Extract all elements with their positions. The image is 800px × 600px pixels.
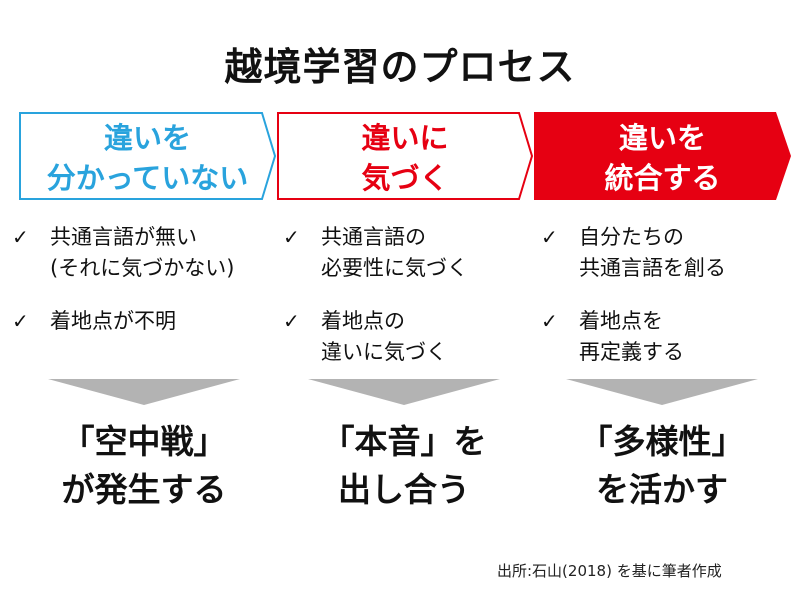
outcome-3: 「多様性」 を活かす — [579, 422, 745, 509]
stage-3-line2: 統合する — [604, 161, 721, 195]
stage-2-line1: 違いに — [361, 121, 449, 155]
page-title: 越境学習のプロセス — [224, 45, 576, 89]
check-icon: ✓ — [12, 309, 29, 333]
stage-1-line1: 違いを — [103, 121, 191, 155]
outcome-2: 「本音」を 出し合う — [321, 422, 487, 509]
stage-3-arrow-shape — [534, 112, 791, 200]
check-icon: ✓ — [541, 225, 558, 249]
down-arrow-3-icon — [566, 379, 758, 405]
stage-1-line2: 分かっていない — [46, 161, 249, 195]
stage-2-label: 違いに 気づく — [278, 116, 532, 200]
stage-3-label: 違いを 統合する — [534, 116, 791, 200]
stage-1-arrow-shape — [19, 112, 277, 200]
stage-1-label: 違いを 分かっていない — [20, 116, 275, 200]
outcome-1: 「空中戦」 が発生する — [61, 422, 227, 509]
source-citation: 出所:石山(2018) を基に筆者作成 — [497, 562, 722, 580]
stage-3-line1: 違いを — [618, 121, 706, 155]
check-icon: ✓ — [541, 309, 558, 333]
down-arrow-1-icon — [48, 379, 240, 405]
down-arrow-2-icon — [308, 379, 500, 405]
stage-2-line2: 気づく — [361, 161, 449, 195]
check-icon: ✓ — [283, 225, 300, 249]
check-icon: ✓ — [283, 309, 300, 333]
stage-2-arrow-shape — [277, 112, 534, 200]
check-icon: ✓ — [12, 225, 29, 249]
